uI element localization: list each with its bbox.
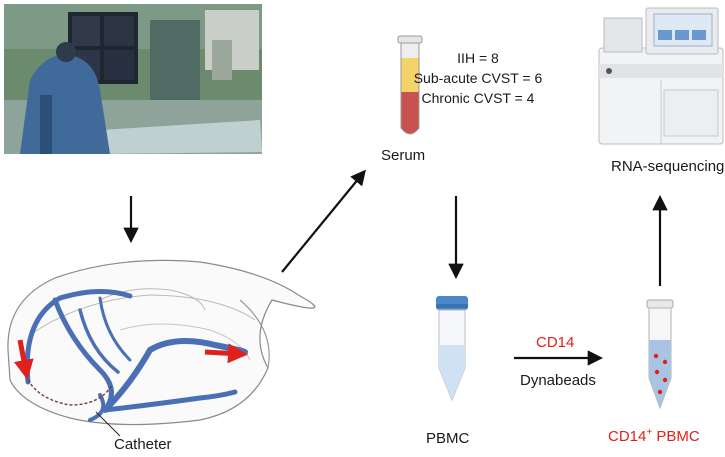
serum-vial-icon (397, 35, 423, 135)
sample-counts: IIH = 8 Sub-acute CVST = 6 Chronic CVST … (398, 48, 558, 108)
pbmc-label: PBMC (426, 430, 470, 447)
count-iih: IIH = 8 (457, 50, 499, 66)
dynabeads-label: Dynabeads (520, 372, 596, 389)
skull-venous-drawing (7, 259, 316, 437)
cd14-pbmc-label: CD14+ PBMC (608, 427, 700, 445)
cd14-pbmc-suffix: PBMC (652, 428, 700, 445)
flow-arrow-left (13, 339, 34, 380)
count-chronic-cvst: Chronic CVST = 4 (421, 90, 535, 106)
flow-arrow-right (204, 343, 248, 364)
cd14-tube-icon (646, 299, 674, 410)
catheter-label: Catheter (114, 436, 172, 453)
rna-sequencing-label: RNA-sequencing (611, 158, 725, 175)
pbmc-tube-icon (436, 296, 468, 402)
cd14-pbmc-superscript: + (646, 427, 653, 438)
arrow-skull-to-serum (281, 169, 366, 273)
cd14-pbmc-prefix: CD14 (608, 428, 647, 445)
serum-label: Serum (381, 147, 426, 164)
cd14-marker-label: CD14 (536, 334, 575, 351)
sequencer-machine-icon (598, 7, 724, 145)
count-subacute-cvst: Sub-acute CVST = 6 (413, 70, 543, 86)
procedure-photo (4, 4, 262, 154)
